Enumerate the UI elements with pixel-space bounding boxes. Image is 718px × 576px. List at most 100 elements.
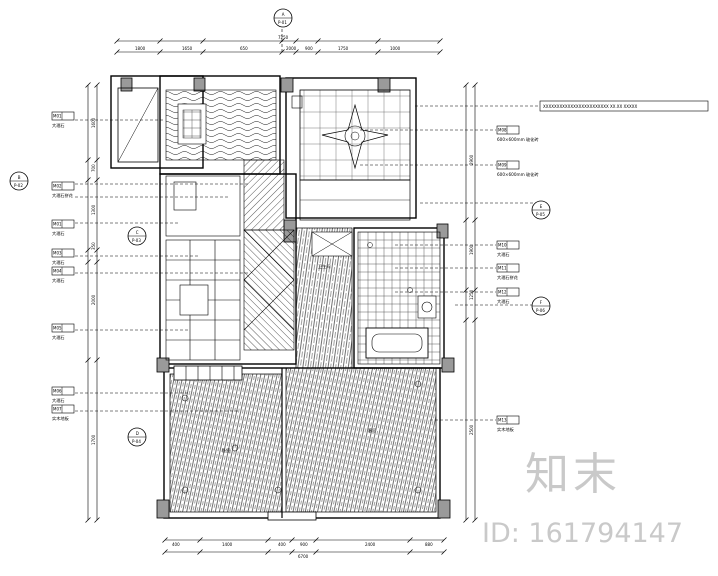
dim-tick [94, 82, 100, 88]
dim-tick [375, 49, 381, 55]
svg-text:M10: M10 [498, 243, 507, 248]
svg-text:实木地板: 实木地板 [497, 426, 515, 433]
dim-tick [463, 217, 469, 223]
svg-text:大理石拼花: 大理石拼花 [52, 192, 73, 199]
dim-tick [265, 537, 271, 543]
dim-tick [289, 549, 295, 555]
dim-left-1: 1600 [91, 117, 96, 128]
dim-tick [441, 549, 447, 555]
svg-text:大理石: 大理石 [497, 298, 510, 305]
dim-tick [114, 38, 120, 44]
dim-tick [94, 357, 100, 363]
svg-text:E: E [540, 204, 543, 209]
dim-tick [463, 287, 469, 293]
dim-tick [94, 517, 100, 523]
svg-text:M07: M07 [53, 407, 62, 412]
dim-tick [313, 549, 319, 555]
svg-text:M01: M01 [53, 222, 62, 227]
central-corridor [295, 227, 353, 369]
dimension-lines [87, 14, 476, 553]
dim-tick [472, 217, 478, 223]
section-marks: A P-01 B P-02 C P-03 D P-04 E P-05 [9, 8, 551, 447]
svg-text:P-01: P-01 [278, 20, 287, 25]
svg-text:大理石拼花: 大理石拼花 [497, 274, 518, 281]
right-bathroom [357, 231, 441, 365]
dim-tick [157, 49, 163, 55]
dim-bottom-5: 2400 [365, 542, 376, 547]
svg-text:M12: M12 [498, 290, 507, 295]
dim-tick [472, 517, 478, 523]
dim-tick [197, 537, 203, 543]
dim-top-3: 650 [240, 46, 248, 51]
section-mark-c: C P-03 [127, 226, 147, 246]
dim-tick [85, 157, 91, 163]
svg-text:大理石: 大理石 [52, 259, 65, 266]
dim-tick [94, 177, 100, 183]
dim-top-total: 7250 [278, 35, 289, 40]
dim-bottom-4: 900 [300, 542, 308, 547]
dim-top-2: 1650 [182, 46, 193, 51]
svg-text:P-05: P-05 [536, 212, 545, 217]
dim-top-7: 1000 [390, 46, 401, 51]
dim-tick [157, 38, 163, 44]
dim-right-3: 1250 [469, 289, 474, 300]
dim-tick [85, 357, 91, 363]
marble-room [165, 89, 277, 161]
svg-text:P-03: P-03 [132, 238, 141, 243]
svg-text:C: C [136, 230, 139, 235]
dim-left-3: 1300 [91, 204, 96, 215]
dim-top-1: 1800 [135, 46, 146, 51]
dim-tick [85, 82, 91, 88]
dim-top-5: 900 [305, 46, 313, 51]
dimension-text: 7250 1800 1650 650 2000 900 1750 1000 40… [91, 35, 474, 559]
svg-text:M13: M13 [498, 418, 507, 423]
dim-tick [293, 49, 299, 55]
dim-tick [315, 49, 321, 55]
dim-top-4: 2000 [286, 46, 297, 51]
section-mark-b: B P-02 [9, 171, 29, 191]
svg-text:P-06: P-06 [536, 308, 545, 313]
dim-tick [463, 317, 469, 323]
dim-tick [85, 517, 91, 523]
dim-tick [200, 38, 206, 44]
room-label-bath: 卫生间 [318, 263, 331, 270]
dim-right-4: 2500 [469, 424, 474, 435]
dim-tick [472, 287, 478, 293]
svg-text:B: B [18, 175, 21, 180]
svg-text:F: F [540, 300, 543, 305]
svg-text:P-02: P-02 [14, 183, 23, 188]
svg-text:M09: M09 [498, 163, 507, 168]
dim-tick [441, 537, 447, 543]
dim-tick [437, 38, 443, 44]
svg-text:M03: M03 [53, 251, 62, 256]
svg-text:M05: M05 [53, 326, 62, 331]
dim-tick [200, 49, 206, 55]
dim-tick [162, 537, 168, 543]
section-mark-d: D P-04 [127, 427, 147, 447]
dim-bottom-2: 1400 [222, 542, 233, 547]
dim-tick [94, 157, 100, 163]
svg-text:600×600mm 玻化砖: 600×600mm 玻化砖 [497, 136, 539, 143]
dim-tick [472, 82, 478, 88]
svg-text:D: D [136, 431, 139, 436]
svg-text:600×600mm 玻化砖: 600×600mm 玻化砖 [497, 171, 539, 178]
left-tag-4: M03 大理石 [51, 248, 75, 266]
dim-tick [313, 537, 319, 543]
dim-tick [407, 537, 413, 543]
note-box: XXXXXXXXXXXXXXXXXXXXXXXX XX.XX XXXXX [539, 100, 709, 112]
dim-tick [463, 82, 469, 88]
room-label-living: 客厅 [368, 427, 376, 434]
svg-text:P-04: P-04 [132, 439, 141, 444]
dim-bottom-total: 6700 [298, 554, 309, 559]
watermark-id: ID: 161794147 [482, 518, 684, 549]
dim-left-5: 2000 [91, 294, 96, 305]
dim-tick [162, 549, 168, 555]
svg-text:M01: M01 [53, 114, 62, 119]
